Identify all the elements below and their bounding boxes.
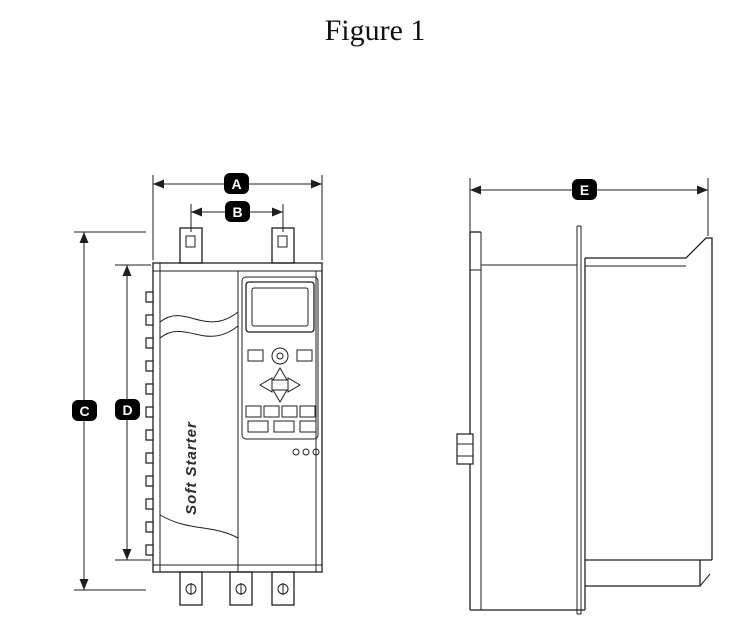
control-panel (241, 276, 320, 456)
side-mounting-plate (576, 225, 582, 615)
top-mounting-tabs (179, 227, 295, 264)
side-front-flange (585, 237, 713, 587)
panel-key (296, 349, 313, 362)
dimension-b-lines (190, 204, 284, 232)
cover-wave-graphics (159, 311, 239, 539)
brand-text: Soft Starter (183, 421, 200, 515)
panel-knob (271, 347, 289, 365)
din-clip (456, 433, 474, 465)
bottom-mounting-tabs (179, 571, 295, 606)
panel-key (247, 349, 264, 362)
side-heatsink-strip (469, 231, 482, 610)
arrow-keypad (259, 367, 301, 403)
dim-label-a: A (224, 173, 249, 194)
dim-label-b: B (225, 201, 250, 222)
dim-label-c: C (72, 400, 97, 421)
heatsink-fins (145, 291, 154, 556)
dim-label-d: D (115, 399, 140, 420)
display-screen (245, 281, 315, 333)
dimension-e-lines (469, 178, 709, 236)
front-view: Soft Starter (74, 175, 323, 606)
figure-title: Figure 1 (324, 14, 426, 47)
status-leds (292, 448, 320, 456)
side-body (470, 258, 586, 611)
side-view (456, 178, 713, 615)
panel-buttons (245, 405, 317, 433)
dim-label-e: E (572, 179, 597, 200)
